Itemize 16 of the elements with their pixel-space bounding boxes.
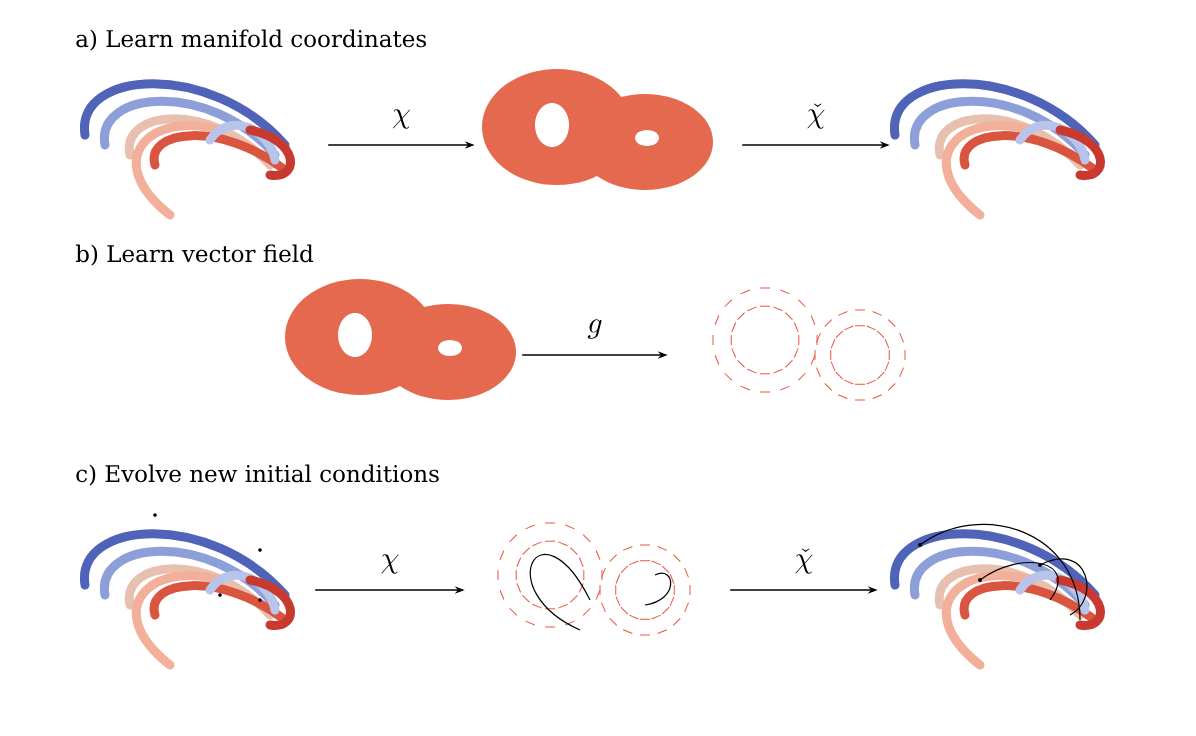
panel-title: a) Learn manifold coordinates bbox=[76, 29, 426, 51]
picture bbox=[712, 287, 906, 401]
panel-title: b) Learn vector field bbox=[75, 244, 314, 266]
picture bbox=[497, 522, 691, 636]
picture bbox=[482, 69, 713, 190]
picture bbox=[80, 79, 295, 220]
picture bbox=[80, 513, 295, 670]
picture bbox=[285, 279, 516, 400]
picture bbox=[890, 523, 1105, 670]
edge-label: $g$ bbox=[587, 319, 602, 339]
edge-label: $\chi$ bbox=[381, 554, 399, 574]
picture bbox=[890, 79, 1105, 220]
panel-title: c) Evolve new initial conditions bbox=[76, 464, 439, 486]
edge-label: $\chi$ bbox=[393, 109, 410, 129]
edge-label: $\check{\chi}$ bbox=[795, 548, 813, 574]
edge-label: $\check{\chi}$ bbox=[807, 103, 825, 129]
